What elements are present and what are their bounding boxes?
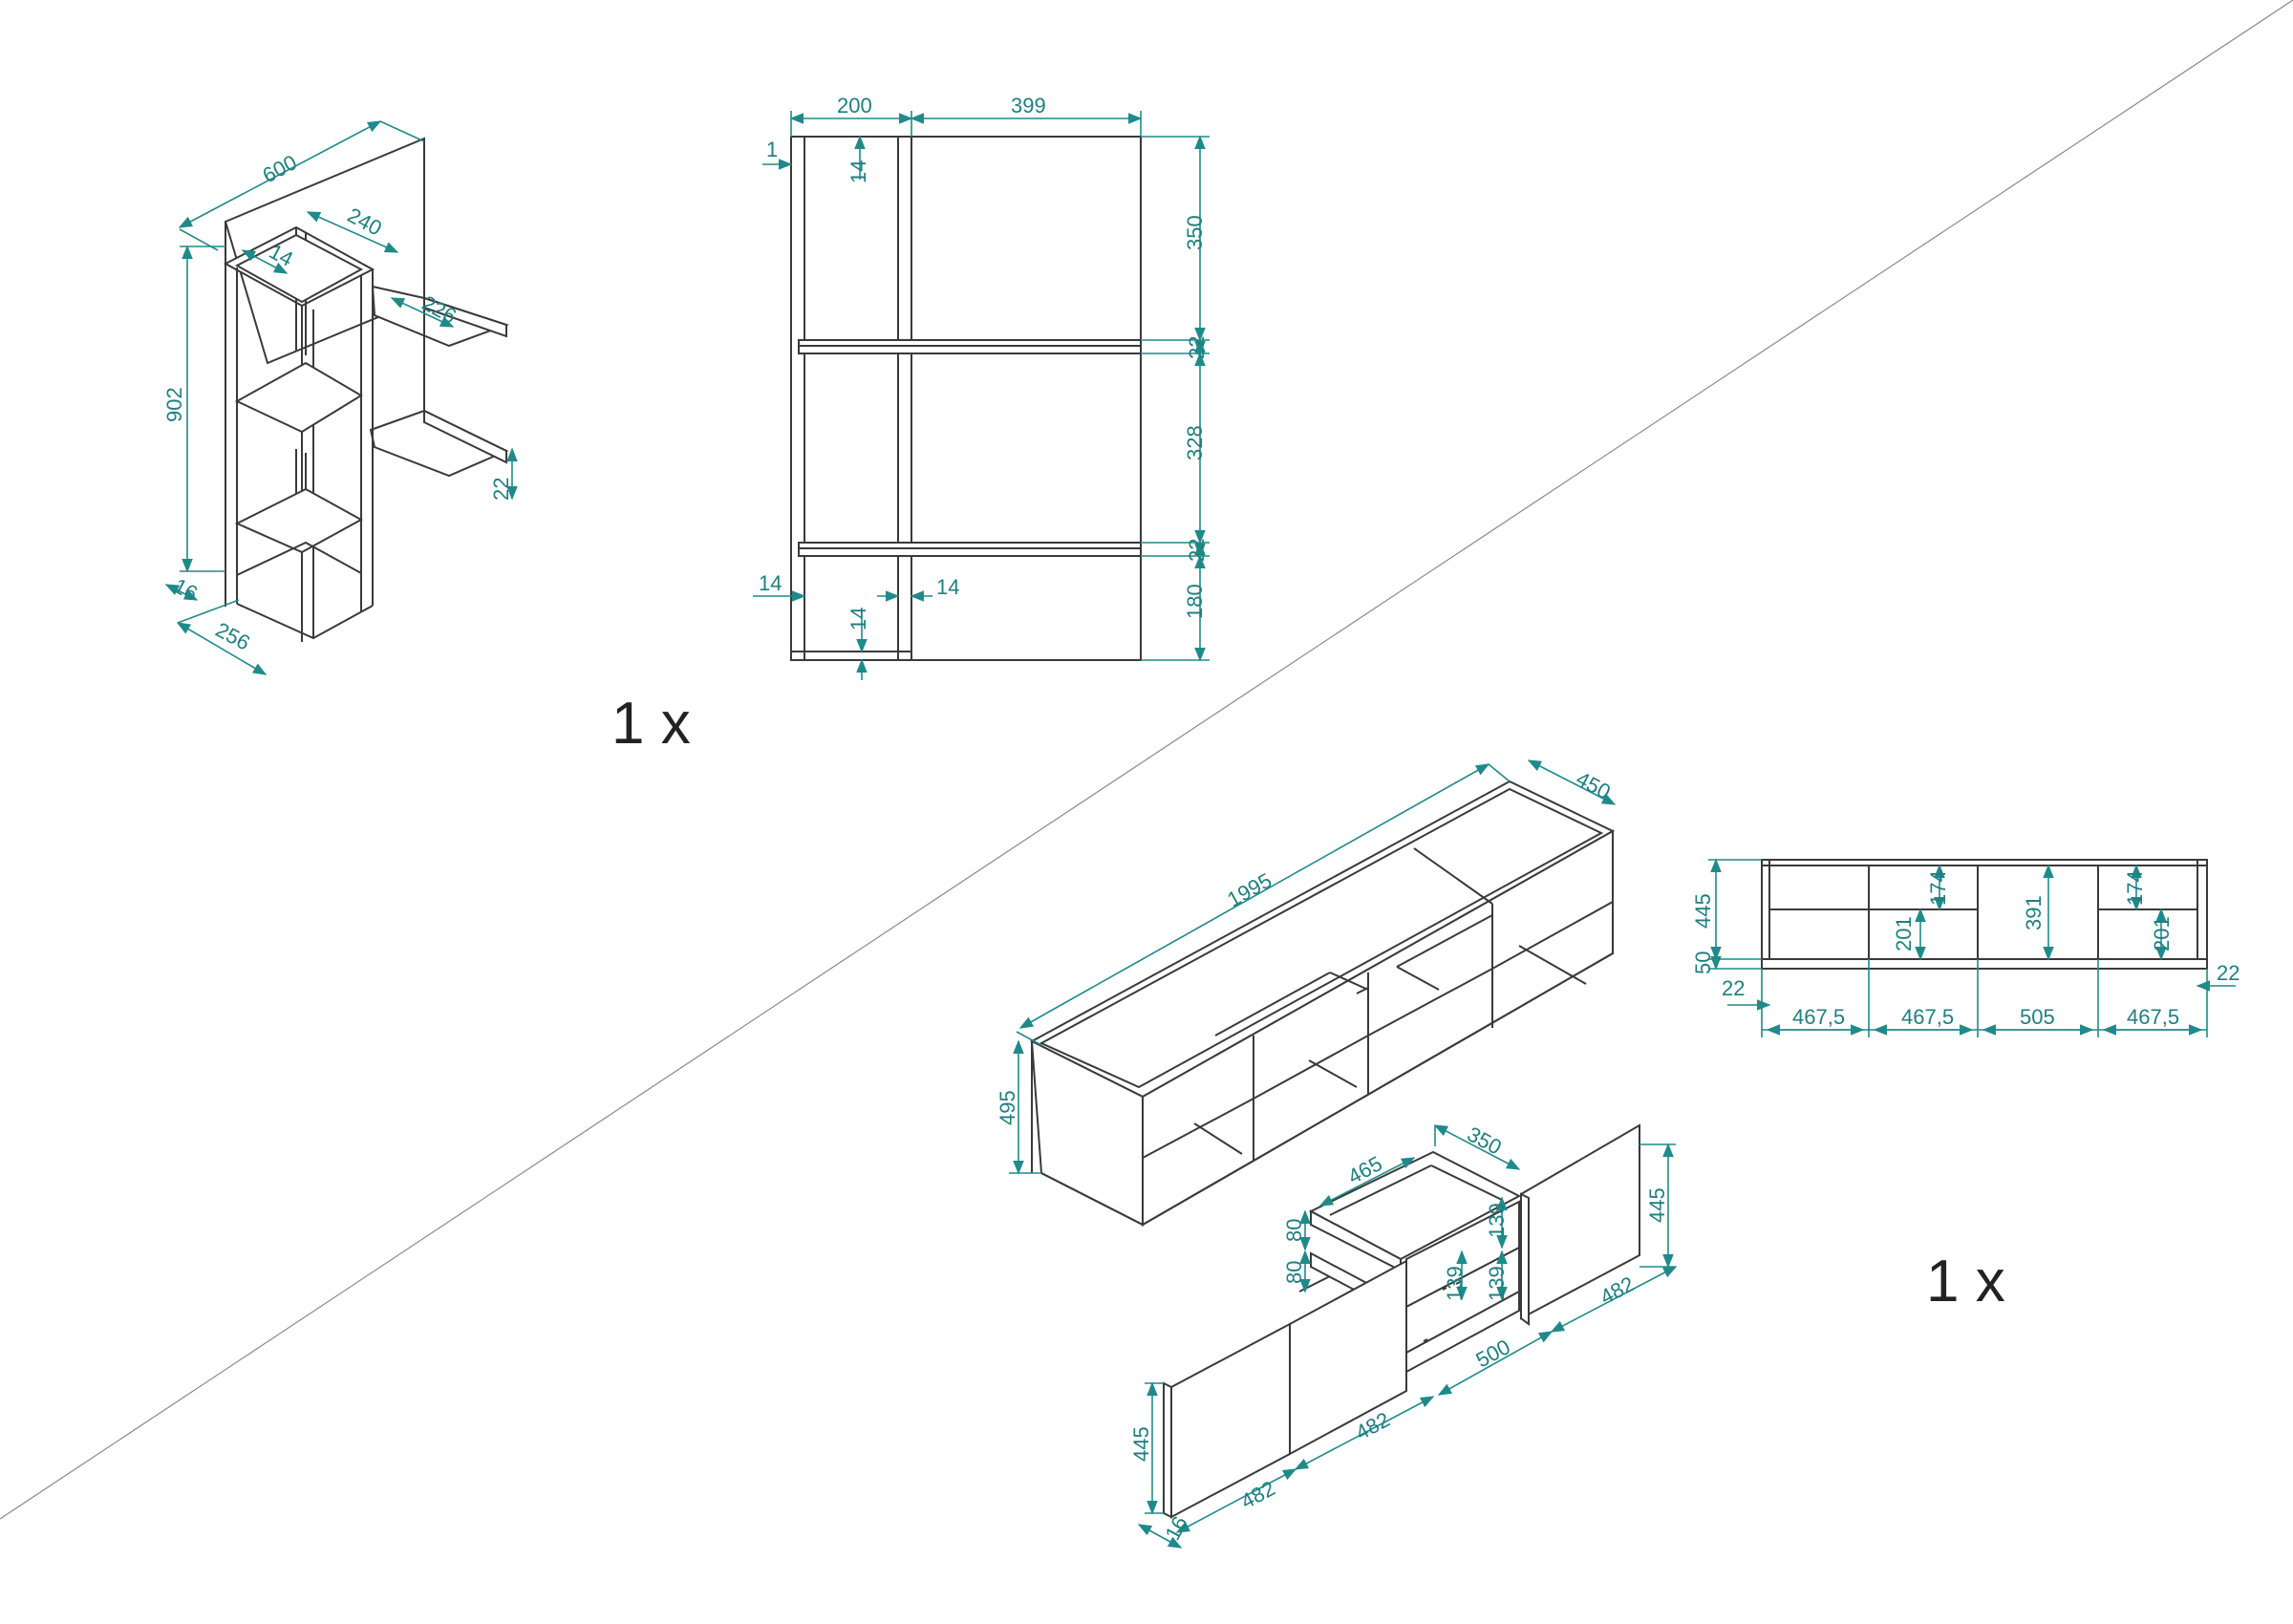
tv-unit-exploded-dimensions: 465 350 80 80 139 139 139 445 482 500 48… [1129,1122,1678,1549]
shelf-unit-front-view [790,136,1142,661]
dim-h-top: 350 [1183,215,1207,250]
dim-shelf-thickness: 22 [489,478,513,501]
dim-drawer-h-2: 139 [1443,1266,1467,1301]
dim-drawer-h-1: 139 [1485,1203,1509,1238]
dim-base-depth: 256 [212,617,254,654]
dim-drawer-front-2: 80 [1282,1261,1306,1284]
dim-drawer-depth: 350 [1464,1122,1506,1159]
dim-top-offset: 1 [766,138,778,161]
dim-inset-left: 22 [1722,976,1745,1000]
dim-drawer-front-1: 80 [1282,1219,1306,1242]
dim-inner-frame: 14 [936,575,959,599]
dim-shelf-lower-2: 201 [2150,916,2174,951]
dim-shelf-lower-1: 201 [1892,916,1916,951]
dim-width-1: 467,5 [1792,1005,1845,1029]
dim-h-bottom: 180 [1183,584,1207,619]
dim-inset-right: 22 [2217,961,2239,985]
dim-width-4: 467,5 [2127,1005,2179,1029]
shelf-unit-front-dimensions: 200 399 1 14 350 22 328 22 180 14 14 14 [753,94,1210,680]
dim-bottom-frame: 14 [846,608,870,630]
dim-shelf-1: 22 [1185,336,1209,359]
tv-unit-front-dimensions: 445 50 22 22 174 201 391 174 201 467,5 4… [1691,858,2239,1037]
sheet-divider-line [0,0,2293,1520]
tv-unit-quantity: 1 x [1926,1249,2005,1314]
dim-front-height: 445 [1691,893,1715,929]
dim-base: 16 [170,573,202,606]
dim-door-width-right: 482 [1597,1271,1639,1309]
dim-left-frame: 14 [759,571,782,595]
tv-unit-isometric-view [1029,780,1616,1227]
dim-width-3: 505 [2020,1005,2055,1029]
dim-center-width: 500 [1472,1335,1514,1372]
dim-drawer-h-3: 139 [1485,1266,1509,1301]
dim-plinth: 50 [1691,951,1715,974]
dim-shelf-upper-2: 174 [2123,870,2147,906]
shelf-unit-quantity: 1 x [611,691,691,757]
dim-height-495: 495 [996,1090,1019,1125]
dim-top-frame: 14 [846,160,870,183]
dim-width-2: 467,5 [1901,1005,1954,1029]
dim-shelf-2: 22 [1185,539,1209,562]
dim-left-width: 200 [837,94,872,118]
dim-depth: 450 [1573,766,1615,803]
dim-h-mid: 328 [1183,425,1207,460]
dim-door-height-right: 445 [1645,1187,1669,1223]
dim-right-width: 399 [1011,94,1046,118]
tv-unit-exploded-view [1163,1123,1640,1519]
dim-door-height-left: 445 [1129,1426,1153,1462]
dim-length: 1995 [1223,868,1275,912]
dim-center-height: 391 [2022,895,2046,930]
dim-shelf-upper-1: 174 [1926,870,1950,906]
dim-height: 902 [162,387,186,422]
